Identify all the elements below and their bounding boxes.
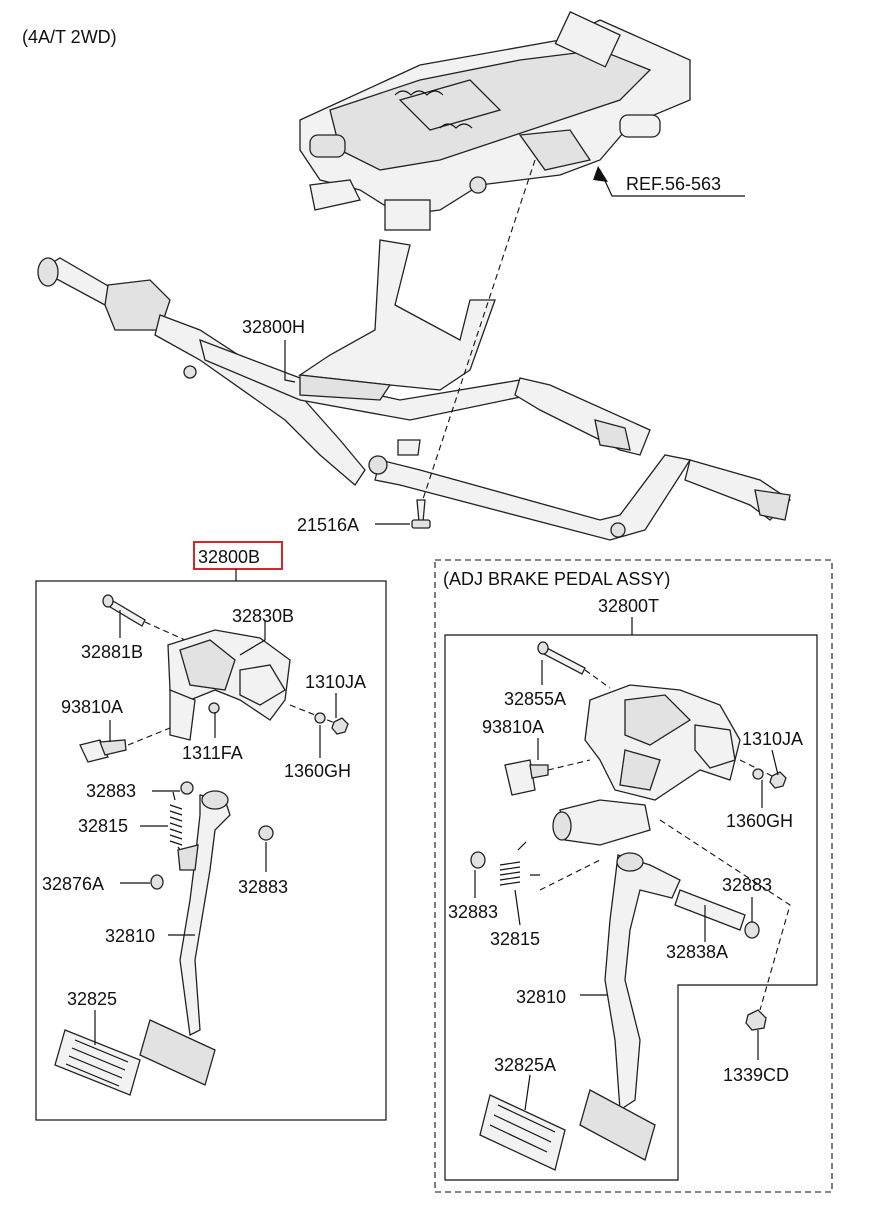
- label-93810A-left: 93810A: [61, 697, 123, 717]
- label-32825: 32825: [67, 989, 117, 1009]
- right-leaders: [474, 660, 779, 1111]
- adj-assembly-title: (ADJ BRAKE PEDAL ASSY): [443, 569, 670, 589]
- label-32883-left-top: 32883: [86, 781, 136, 801]
- steering-column-drawing: [299, 10, 691, 231]
- label-93810A-right: 93810A: [482, 717, 544, 737]
- right-pedal-drawing: [470, 641, 791, 1171]
- label-1339CD: 1339CD: [723, 1065, 789, 1085]
- adj-assembly-dashed-box: [434, 559, 833, 1193]
- support-bracket-drawing: [37, 239, 792, 541]
- bolt-21516A-drawing: [411, 499, 431, 529]
- left-leaders: [94, 610, 337, 1045]
- assembly-32800B-highlight: [193, 541, 283, 570]
- label-32815-right: 32815: [490, 929, 540, 949]
- label-32883-right-right: 32883: [722, 875, 772, 895]
- label-1311FA: 1311FA: [182, 743, 243, 763]
- label-32830B: 32830B: [232, 606, 294, 626]
- alignment-line-top: [419, 159, 536, 509]
- label-32815-left: 32815: [78, 816, 128, 836]
- label-32883-left-bottom: 32883: [238, 877, 288, 897]
- label-32883-right-left: 32883: [448, 902, 498, 922]
- label-1360GH-left: 1360GH: [284, 761, 351, 781]
- right-assembly-box: [444, 634, 818, 1181]
- ref-label: REF.56-563: [626, 174, 721, 194]
- leader-32800H: [284, 340, 296, 383]
- label-1310JA-right: 1310JA: [742, 729, 803, 749]
- label-32825A: 32825A: [494, 1055, 556, 1075]
- label-32810-left: 32810: [105, 926, 155, 946]
- label-32876A: 32876A: [42, 874, 104, 894]
- label-32800H: 32800H: [242, 317, 305, 337]
- label-21516A: 21516A: [297, 515, 359, 535]
- label-1310JA-left: 1310JA: [305, 672, 366, 692]
- variant-label: (4A/T 2WD): [22, 27, 117, 47]
- left-pedal-drawing: [54, 594, 349, 1096]
- label-1360GH-right: 1360GH: [726, 811, 793, 831]
- left-assembly-box: [35, 580, 387, 1121]
- label-32838A: 32838A: [666, 942, 728, 962]
- ref-arrow-icon: [593, 166, 608, 182]
- label-32800B: 32800B: [198, 547, 260, 567]
- label-32881B: 32881B: [81, 642, 143, 662]
- label-32855A: 32855A: [504, 689, 566, 709]
- label-32810-right: 32810: [516, 987, 566, 1007]
- label-32800T: 32800T: [598, 596, 659, 616]
